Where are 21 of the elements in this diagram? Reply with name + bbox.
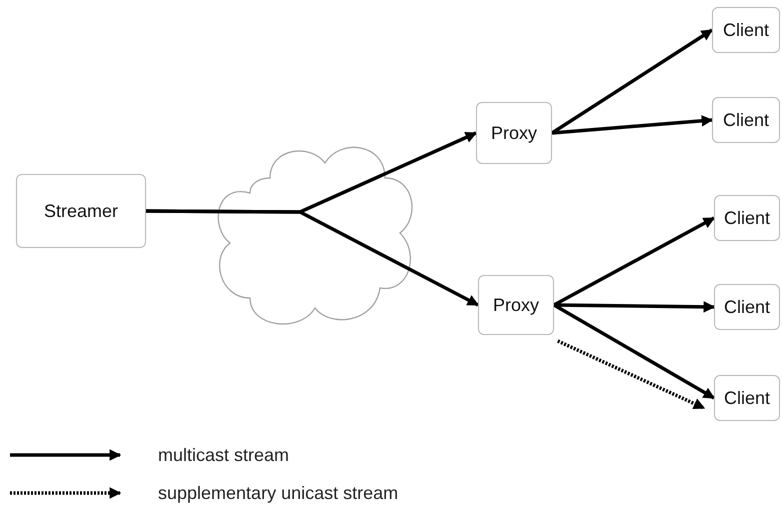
node-box: [476, 102, 552, 164]
arrow: [146, 209, 480, 307]
node-label: Client: [724, 296, 770, 318]
node-box: [714, 375, 780, 421]
node-label: Proxy: [492, 294, 539, 317]
legend-label: multicast stream: [158, 444, 290, 466]
dotted-arrow: [557, 339, 706, 410]
node-box: [478, 275, 554, 335]
legend-label: supplementary unicast stream: [158, 482, 398, 505]
node-label: Client: [722, 18, 770, 42]
node-label: Proxy: [490, 122, 537, 145]
node-box: [714, 195, 780, 241]
node-label: Client: [724, 386, 770, 410]
node-label: Client: [722, 108, 770, 132]
node-label: Client: [724, 206, 770, 230]
node-label: Streamer: [44, 200, 118, 222]
node-box: [16, 174, 146, 248]
node-box: [714, 284, 780, 330]
arrow: [552, 115, 714, 135]
node-box: [712, 97, 780, 143]
node-box: [712, 7, 780, 53]
